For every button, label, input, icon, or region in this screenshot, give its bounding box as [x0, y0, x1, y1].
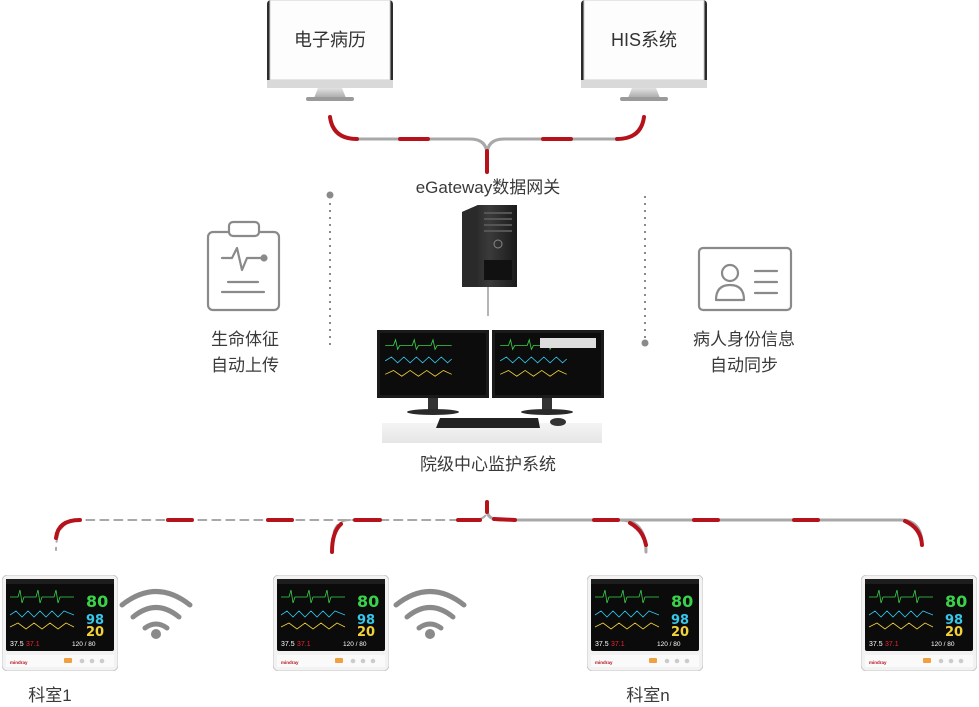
his-desktop-monitor	[581, 0, 707, 101]
temp-value: 37.5	[10, 641, 24, 648]
department-n-label: 科室n	[626, 686, 670, 705]
nibp-value: 120 / 80	[343, 641, 367, 648]
hr-value: 80	[945, 592, 967, 611]
vitals-upload-line2: 自动上传	[211, 356, 279, 375]
brand-logo: mindray	[281, 660, 299, 665]
patient-id-sync-line1: 病人身份信息	[693, 330, 795, 349]
temp2-value: 37.1	[611, 641, 625, 648]
clipboard-vitals-icon	[206, 220, 281, 312]
tower-server-icon	[462, 205, 517, 287]
wifi-icon	[393, 589, 467, 631]
central-station-label: 院级中心监护系统	[420, 455, 556, 474]
brand-logo: mindray	[10, 660, 28, 665]
spo2-value: 98	[945, 613, 963, 628]
his-label: HIS系统	[610, 30, 677, 50]
spo2-value: 98	[86, 613, 104, 628]
temp2-value: 37.1	[297, 641, 311, 648]
spo2-value: 98	[671, 613, 689, 628]
top-cable	[328, 115, 646, 174]
resp-value: 20	[86, 625, 104, 640]
resp-value: 20	[671, 625, 689, 640]
id-card-icon	[697, 246, 793, 312]
nibp-value: 120 / 80	[657, 641, 681, 648]
hr-value: 80	[86, 592, 108, 611]
hr-value: 80	[671, 592, 693, 611]
temp2-value: 37.1	[26, 641, 40, 648]
temp2-value: 37.1	[885, 641, 899, 648]
department-1-label: 科室1	[28, 686, 72, 705]
resp-value: 20	[945, 625, 963, 640]
vitals-upload-line1: 生命体征	[211, 330, 279, 349]
resp-value: 20	[357, 625, 375, 640]
temp-value: 37.5	[595, 641, 609, 648]
nibp-value: 120 / 80	[72, 641, 96, 648]
nibp-value: 120 / 80	[931, 641, 955, 648]
dual-monitor-workstation-icon	[377, 330, 604, 443]
temp-value: 37.5	[281, 641, 295, 648]
brand-logo: mindray	[869, 660, 887, 665]
brand-logo: mindray	[595, 660, 613, 665]
gateway-label: eGateway数据网关	[415, 178, 561, 197]
emr-label: 电子病历	[294, 30, 366, 50]
bottom-cable	[54, 500, 924, 554]
temp-value: 37.5	[869, 641, 883, 648]
wifi-icon	[119, 589, 193, 631]
hr-value: 80	[357, 592, 379, 611]
emr-desktop-monitor	[267, 0, 393, 101]
spo2-value: 98	[357, 613, 375, 628]
patient-id-sync-line2: 自动同步	[710, 356, 778, 375]
